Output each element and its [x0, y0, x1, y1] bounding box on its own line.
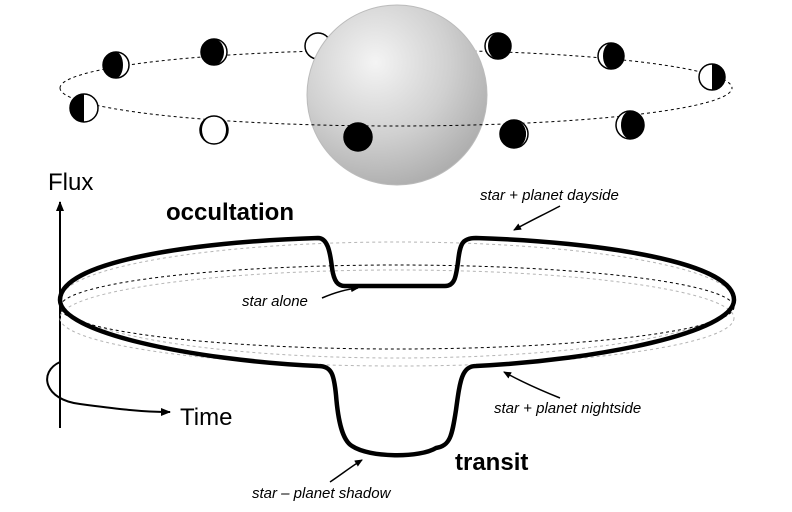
orbit-scene [59, 4, 733, 186]
annotations: occultation transit star + planet daysid… [166, 187, 641, 502]
time-axis-label: Time [180, 404, 232, 431]
nightside-label: star + planet nightside [494, 400, 641, 417]
orbit-front-arc [59, 87, 733, 127]
star [306, 4, 488, 186]
dayside-label: star + planet dayside [480, 187, 619, 204]
axes: Flux Time [46, 169, 232, 431]
planet-back-5 [597, 42, 625, 70]
planet-shadow-pointer-arrow [329, 459, 363, 483]
planet-front-3 [343, 122, 373, 152]
dayside-pointer-arrow [513, 205, 561, 231]
planet-front-4 [499, 119, 529, 149]
star-alone-label: star alone [242, 293, 308, 310]
planet-back-2 [200, 38, 228, 66]
star-alone-pointer-arrow [321, 285, 359, 299]
dayside-reference-ellipse [59, 241, 735, 359]
flux-axis-label: Flux [48, 169, 93, 196]
planet-back-1 [102, 51, 130, 79]
transit-label: transit [455, 449, 528, 476]
occultation-label: occultation [166, 199, 294, 226]
flux-light-curve [57, 235, 737, 458]
planet-shadow-label: star – planet shadow [252, 485, 392, 502]
planet-front-2 [199, 115, 229, 145]
planet-front-5 [615, 110, 645, 140]
planet-back-6 [698, 63, 726, 91]
time-axis-arrow [46, 361, 171, 416]
nightside-pointer-arrow [503, 371, 561, 399]
star-alone-reference-ellipse [59, 264, 735, 350]
planet-front-1 [69, 93, 99, 123]
nightside-reference-ellipse [59, 269, 735, 367]
planet-back-4 [484, 32, 512, 60]
